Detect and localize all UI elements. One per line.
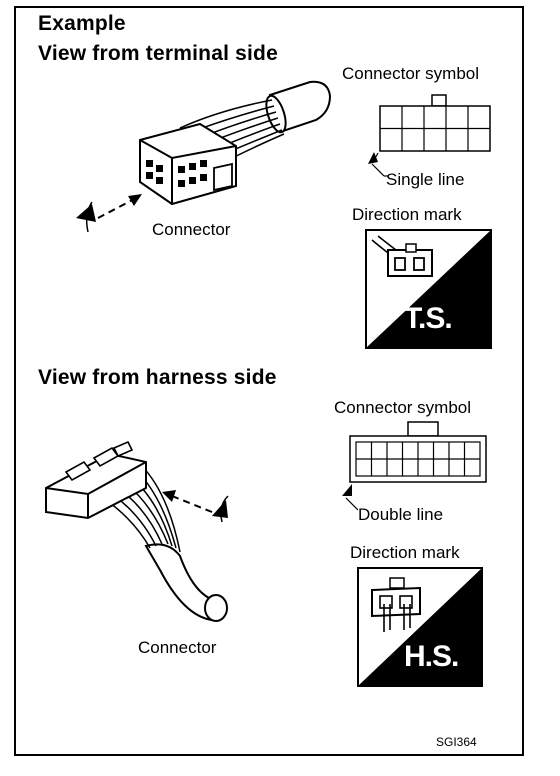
harness-symbol-title: Connector symbol bbox=[334, 398, 472, 417]
double-line-label: Double line bbox=[358, 505, 444, 524]
hs-badge-text: H.S. bbox=[404, 640, 459, 673]
harness-side-heading: View from harness side bbox=[38, 366, 277, 389]
harness-connector-label: Connector bbox=[138, 638, 217, 657]
example-title: Example bbox=[38, 12, 126, 35]
single-line-label: Single line bbox=[386, 170, 465, 189]
terminal-side-heading: View from terminal side bbox=[38, 42, 278, 65]
figure-code: SGI364 bbox=[436, 735, 477, 749]
terminal-connector-label: Connector bbox=[152, 220, 231, 239]
ts-badge-text: T.S. bbox=[404, 302, 453, 335]
terminal-direction-title: Direction mark bbox=[352, 205, 462, 224]
figure-frame bbox=[14, 6, 524, 756]
harness-direction-title: Direction mark bbox=[350, 543, 460, 562]
terminal-symbol-title: Connector symbol bbox=[342, 64, 480, 83]
